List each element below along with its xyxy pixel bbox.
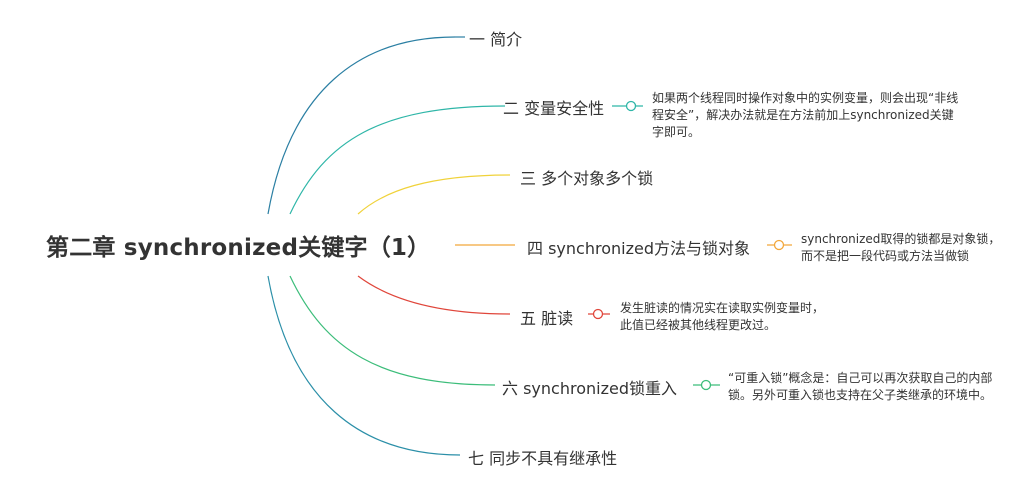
branch-2-topic[interactable]: 二 变量安全性 [503, 99, 605, 118]
branch-6-note[interactable]: “可重入锁”概念是：自己可以再次获取自己的内部锁。另外可重入锁也支持在父子类继承… [728, 371, 993, 402]
branch-6-topic[interactable]: 六 synchronized锁重入 [502, 379, 677, 398]
branch-3-topic[interactable]: 三 多个对象多个锁 [520, 169, 654, 188]
branch-3-connector [357, 174, 511, 215]
branch-7-connector [267, 275, 461, 456]
branch-4-note[interactable]: synchronized取得的锁都是对象锁，而不是把一段代码或方法当做锁 [801, 232, 1001, 263]
branch-5-note-dot[interactable] [592, 308, 604, 320]
branch-6-note-dot[interactable] [700, 379, 712, 391]
branch-4-note-dot[interactable] [773, 239, 785, 251]
branch-1-topic[interactable]: 一 简介 [469, 30, 523, 49]
branch-2-note[interactable]: 如果两个线程同时操作对象中的实例变量，则会出现“非线程安全”，解决办法就是在方法… [652, 91, 959, 139]
branch-5-topic[interactable]: 五 脏读 [520, 309, 574, 328]
branch-5-note[interactable]: 发生脏读的情况实在读取实例变量时，此值已经被其他线程更改过。 [620, 301, 825, 332]
branch-4-topic[interactable]: 四 synchronized方法与锁对象 [527, 239, 750, 258]
branch-1-connector [267, 36, 456, 215]
branch-6-connector [289, 275, 496, 386]
branch-7-topic[interactable]: 七 同步不具有继承性 [468, 449, 618, 468]
branch-5-connector [357, 275, 511, 315]
central-topic[interactable]: 第二章 synchronized关键字（1） [46, 235, 431, 261]
branch-2-note-dot[interactable] [625, 100, 637, 112]
branch-2-connector [289, 105, 506, 215]
